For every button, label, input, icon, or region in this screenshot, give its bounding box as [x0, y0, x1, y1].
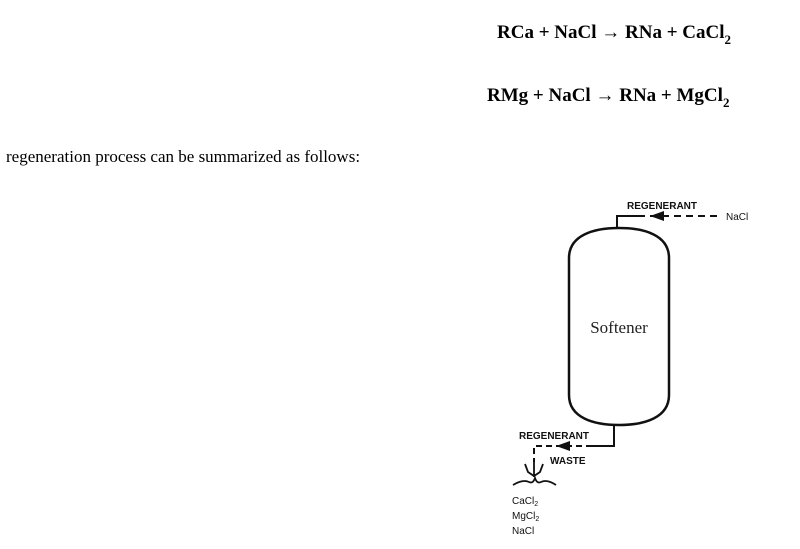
intro-text: regeneration process can be summarized a…	[6, 147, 361, 166]
product-rna: RNa	[619, 85, 657, 106]
reactant-nacl: NaCl	[554, 22, 597, 43]
plus-sign: +	[666, 22, 678, 43]
reaction-arrow-icon: →	[595, 85, 615, 106]
outlet-pipe	[592, 425, 615, 447]
plus-sign: +	[532, 85, 544, 106]
reactant-nacl: NaCl	[548, 85, 591, 106]
equation-magnesium: RMg + NaCl → RNa + MgCl2	[487, 85, 730, 110]
waste-brace	[512, 475, 557, 486]
inlet-pipe	[616, 215, 638, 228]
outlet-label-line1: REGENERANT	[519, 431, 589, 442]
reactant-rca: RCa	[497, 22, 534, 43]
reaction-arrow-icon: →	[601, 22, 621, 43]
plus-sign: +	[660, 85, 672, 106]
waste-chem-cacl2: CaCl2	[512, 496, 538, 508]
waste-chem-nacl: NaCl	[512, 526, 534, 537]
product-rna: RNa	[625, 22, 662, 43]
product-mgcl2: MgCl2	[676, 85, 730, 110]
outlet-arrow-icon	[556, 441, 570, 451]
reactant-rmg: RMg	[487, 85, 529, 106]
drain-icon	[524, 462, 544, 478]
inlet-chem-label: NaCl	[726, 212, 748, 223]
equation-calcium: RCa + NaCl → RNa + CaCl2	[497, 22, 732, 47]
outlet-label-line2: WASTE	[550, 456, 586, 467]
tank-label: Softener	[590, 318, 648, 337]
softener-tank	[567, 226, 671, 427]
inlet-label: REGENERANT	[627, 201, 697, 212]
product-cacl2: CaCl2	[682, 22, 732, 47]
inlet-arrow-icon	[650, 211, 664, 221]
waste-chem-mgcl2: MgCl2	[512, 511, 539, 523]
plus-sign: +	[538, 22, 550, 43]
